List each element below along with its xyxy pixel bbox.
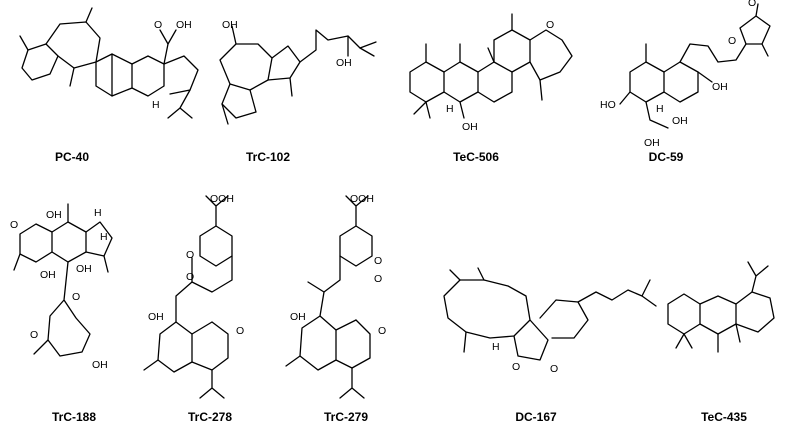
atom-label: O bbox=[154, 19, 162, 31]
atom-label: OH bbox=[290, 311, 306, 323]
atom-label: H bbox=[152, 99, 160, 111]
atom-label: OH bbox=[92, 359, 108, 371]
atom-label: OOH bbox=[350, 193, 374, 205]
compound-label-trc-102: TrC-102 bbox=[245, 150, 291, 164]
atom-label: O bbox=[374, 273, 382, 285]
atom-label: O bbox=[512, 361, 520, 373]
atom-label: OH bbox=[644, 137, 660, 149]
atom-label: O bbox=[72, 291, 80, 303]
atom-label: O bbox=[546, 19, 554, 31]
atom-label: O bbox=[236, 325, 244, 337]
atom-label: O bbox=[186, 249, 194, 261]
compound-label-trc-279: TrC-279 bbox=[323, 410, 369, 424]
atom-label: O bbox=[10, 219, 18, 231]
atom-label: O bbox=[748, 0, 756, 9]
structure-dc-59: O O OH HO H OH OH bbox=[600, 0, 771, 149]
structure-tec-506: O H OH bbox=[409, 13, 573, 133]
atom-label: OOH bbox=[210, 193, 234, 205]
compound-label-tec-435: TeC-435 bbox=[701, 410, 747, 424]
structure-trc-102: OH OH bbox=[219, 19, 377, 125]
atom-label: OH bbox=[46, 209, 62, 221]
atom-label: O bbox=[728, 35, 736, 47]
atom-label: HO bbox=[600, 99, 616, 111]
atom-label: OH bbox=[40, 269, 56, 281]
atom-label: H bbox=[94, 207, 102, 219]
compound-label-dc-167: DC-167 bbox=[515, 410, 557, 424]
compound-label-dc-59: DC-59 bbox=[648, 150, 684, 164]
atom-label: OH bbox=[176, 19, 192, 31]
structure-trc-279: OOH O O OH O bbox=[285, 193, 386, 399]
compound-label-tec-506: TeC-506 bbox=[453, 150, 499, 164]
structure-trc-188: O OH H OH OH H O O OH bbox=[10, 203, 113, 371]
structure-trc-278: OOH O O OH O bbox=[143, 193, 244, 399]
structure-dc-167: H O O bbox=[443, 267, 657, 375]
atom-label: H bbox=[100, 231, 108, 243]
compound-label-trc-278: TrC-278 bbox=[187, 410, 233, 424]
atom-label: O bbox=[378, 325, 386, 337]
atom-label: O bbox=[550, 363, 558, 375]
atom-label: H bbox=[492, 341, 500, 353]
structure-pc-40: OH O H bbox=[19, 7, 199, 119]
compound-label-pc-40: PC-40 bbox=[54, 150, 90, 164]
atom-label: OH bbox=[222, 19, 238, 31]
atom-label: OH bbox=[76, 263, 92, 275]
structure-tec-435 bbox=[667, 261, 775, 353]
atom-label: O bbox=[374, 255, 382, 267]
atom-label: OH bbox=[672, 115, 688, 127]
atom-label: OH bbox=[712, 81, 728, 93]
compound-label-trc-188: TrC-188 bbox=[51, 410, 97, 424]
atom-label: H bbox=[446, 103, 454, 115]
atom-label: OH bbox=[336, 57, 352, 69]
atom-label: O bbox=[186, 271, 194, 283]
atom-label: OH bbox=[462, 121, 478, 133]
atom-label: O bbox=[30, 329, 38, 341]
atom-label: OH bbox=[148, 311, 164, 323]
atom-label: H bbox=[656, 103, 664, 115]
